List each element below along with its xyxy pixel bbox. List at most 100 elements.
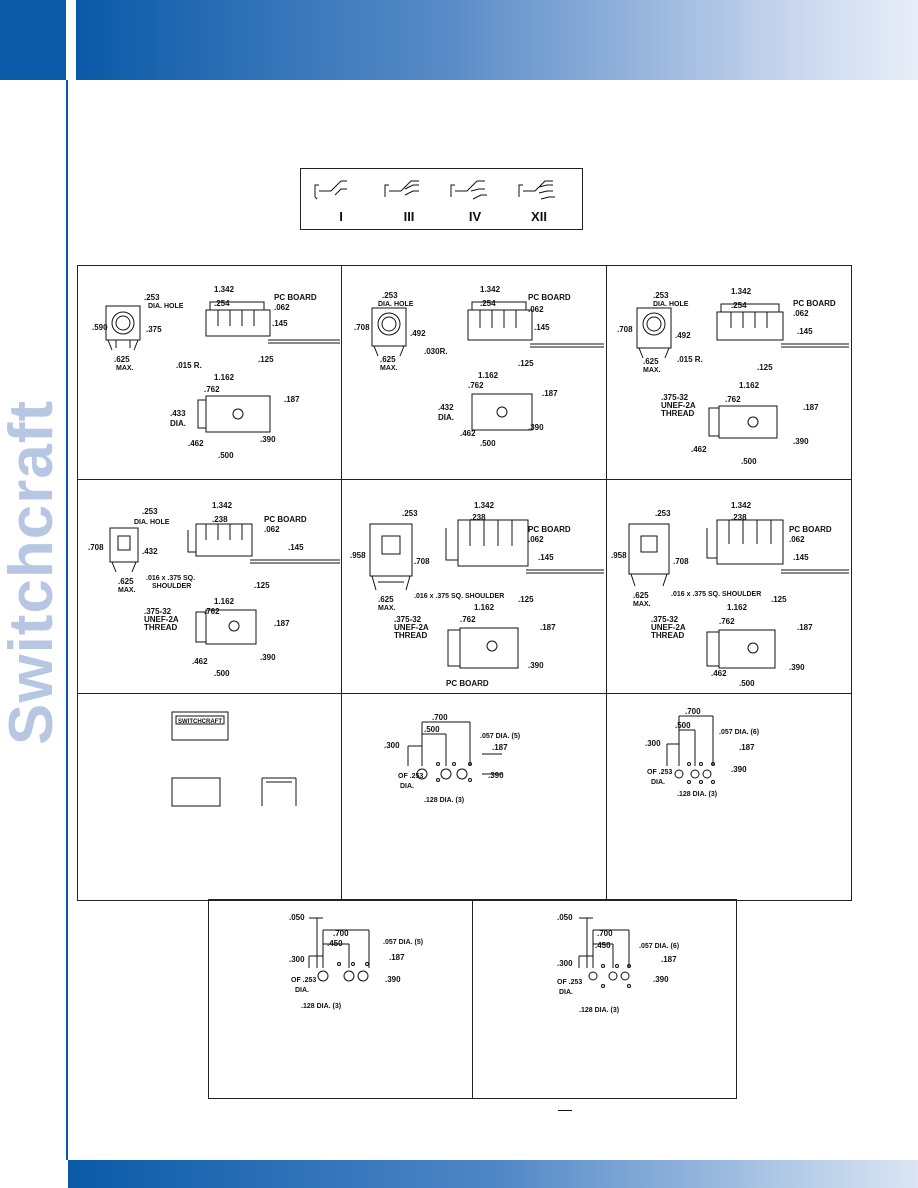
dim-pin: .125 xyxy=(254,581,270,590)
dim-pin: .125 xyxy=(771,595,787,604)
dim-lead: .145 xyxy=(793,553,809,562)
tag-label: SWITCHCRAFT xyxy=(178,719,222,725)
dim-c5: .390 xyxy=(528,423,544,432)
dim-shoulder-note: .016 x .375 SQ. SHOULDER xyxy=(414,593,504,600)
dim-width: .625 xyxy=(118,577,134,586)
dim-shoulder: .254 xyxy=(731,301,747,310)
layout-c: .300 xyxy=(557,959,573,968)
dim-max: MAX. xyxy=(118,587,136,594)
dim-shoulder-note2: SHOULDER xyxy=(152,583,191,590)
layout-a: .700 xyxy=(685,707,701,716)
dim-small: .432 xyxy=(142,547,158,556)
layout-h: DIA. xyxy=(651,779,665,786)
layout-4: .050 .700 .450 .300 .057 DIA. (6) .187 .… xyxy=(473,900,736,1098)
dim-thread: .375-32 xyxy=(651,615,679,624)
dim-c2: .187 xyxy=(540,623,556,632)
dim-small: .708 xyxy=(673,557,689,566)
dim-body-len: 1.162 xyxy=(478,371,499,380)
dim-body-len: 1.162 xyxy=(727,603,748,612)
dim-thick: .062 xyxy=(528,535,544,544)
dim-max: MAX. xyxy=(380,365,398,372)
dim-radius: .015 R. xyxy=(176,361,202,370)
dim-small: .375 xyxy=(146,325,162,334)
dim-width: .625 xyxy=(380,355,396,364)
layout-d: .057 DIA. (5) xyxy=(383,939,423,946)
layout-d: .057 DIA. (6) xyxy=(719,729,759,736)
dim-board: PC BOARD xyxy=(789,525,832,534)
dim-shoulder: .238 xyxy=(731,513,747,522)
dim-length: 1.342 xyxy=(214,285,235,294)
dim-thread: .375-32 xyxy=(144,607,172,616)
dim-max: MAX. xyxy=(116,365,134,372)
layout-2: .700 .500 .300 .057 DIA. (6) .187 .390 O… xyxy=(607,694,851,900)
dim-height: .958 xyxy=(350,551,366,560)
layout-i: .128 DIA. (3) xyxy=(677,791,717,798)
drawing-e: .253 .958 .708 .625 MAX. .016 x .375 SQ.… xyxy=(342,480,607,694)
dim-board2: PC BOARD xyxy=(446,679,489,688)
dim-height: .708 xyxy=(88,543,104,552)
dim-c5: .390 xyxy=(789,663,805,672)
dim-shoulder-note: .016 x .375 SQ. SHOULDER xyxy=(671,591,761,598)
layout-e: .187 xyxy=(492,743,508,752)
dim-lead: .145 xyxy=(797,327,813,336)
dim-thick: .062 xyxy=(274,303,290,312)
dim-height: .708 xyxy=(617,325,633,334)
dim-body-len: 1.162 xyxy=(739,381,760,390)
layout-g: OF .253 xyxy=(291,977,316,984)
corner-block xyxy=(0,0,66,80)
dim-c4: .500 xyxy=(741,457,757,466)
dim-c5: .390 xyxy=(260,653,276,662)
dim-c5: .390 xyxy=(260,435,276,444)
dim-board: PC BOARD xyxy=(528,293,571,302)
dim-dia-hole: .253 xyxy=(655,509,671,518)
dim-dia-hole: .253 xyxy=(402,509,418,518)
drawing-tag: SWITCHCRAFT xyxy=(78,694,342,900)
dim-shoulder: .254 xyxy=(480,299,496,308)
layout-b: .500 xyxy=(675,721,691,730)
dim-max: MAX. xyxy=(643,367,661,374)
dim-pin: .125 xyxy=(518,359,534,368)
schematic-label-2: III xyxy=(404,209,415,224)
layout-f: .390 xyxy=(488,771,504,780)
layout-3: .050 .700 .450 .300 .057 DIA. (5) .187 .… xyxy=(209,900,473,1098)
layout-g: OF .253 xyxy=(647,769,672,776)
left-rule xyxy=(66,80,68,1160)
dim-lead: .145 xyxy=(272,319,288,328)
layout-f: .390 xyxy=(385,975,401,984)
drawing-b: .253 DIA. HOLE .708 .492 .625 MAX. .030R… xyxy=(342,266,607,480)
layout-f: .390 xyxy=(731,765,747,774)
dim-shoulder-note: .016 x .375 SQ. xyxy=(146,575,195,582)
dim-length: 1.342 xyxy=(212,501,233,510)
layout-a: .700 xyxy=(333,929,349,938)
dim-c5: .390 xyxy=(793,437,809,446)
dim-thread2: UNEF-2A xyxy=(144,615,179,624)
layout-z: .050 xyxy=(557,913,573,922)
layout-h: DIA. xyxy=(559,989,573,996)
dim-lead: .145 xyxy=(538,553,554,562)
dim-dia-hole-label: DIA. HOLE xyxy=(653,301,689,308)
dim-c1: .762 xyxy=(204,607,220,616)
dim-length: 1.342 xyxy=(731,501,752,510)
layout-z: .050 xyxy=(289,913,305,922)
dim-c5: .390 xyxy=(528,661,544,670)
layout-1: .700 .500 .300 .057 DIA. (5) .187 .390 O… xyxy=(342,694,607,900)
dim-dia-hole: .253 xyxy=(653,291,669,300)
dim-dia: .433 xyxy=(170,409,186,418)
dim-c2: .187 xyxy=(797,623,813,632)
dim-c3: .462 xyxy=(691,445,707,454)
dim-dia-hole-label: DIA. HOLE xyxy=(134,519,170,526)
dim-thick: .062 xyxy=(264,525,280,534)
dim-length: 1.342 xyxy=(731,287,752,296)
layout-h: DIA. xyxy=(400,783,414,790)
schematic-label-1: I xyxy=(339,209,343,224)
dim-dia-hole-label: DIA. HOLE xyxy=(148,303,184,310)
dim-dia-label: DIA. xyxy=(170,419,186,428)
dim-shoulder: .254 xyxy=(214,299,230,308)
dim-small: .492 xyxy=(675,331,691,340)
dim-small: .492 xyxy=(410,329,426,338)
dim-c2: .187 xyxy=(803,403,819,412)
dim-c3: .462 xyxy=(460,429,476,438)
schematic-label-3: IV xyxy=(469,209,482,224)
schematic-label-4: XII xyxy=(531,209,547,224)
dim-radius: .030R. xyxy=(424,347,448,356)
